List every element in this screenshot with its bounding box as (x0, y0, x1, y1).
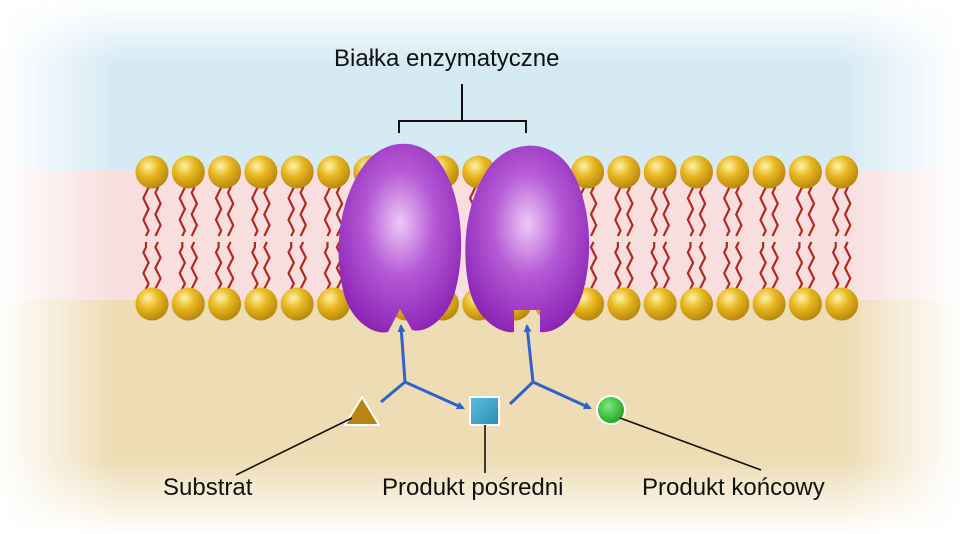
lipid-head-icon (643, 155, 677, 189)
lipid-tail (178, 181, 187, 237)
arrow-2-to-final (532, 380, 592, 410)
final-label: Produkt końcowy (642, 474, 825, 501)
lipid-tail (771, 182, 779, 237)
lipid-head-icon (788, 287, 822, 321)
substrate-label: Substrat (163, 474, 253, 501)
lipid-tail (807, 182, 816, 237)
lipid-head-icon (607, 287, 641, 321)
lipid-tail (251, 242, 259, 295)
substrate-leader-line (235, 417, 353, 476)
lipid-head-icon (280, 287, 314, 321)
lipid-head-icon (317, 155, 350, 189)
lipid-tail (722, 181, 731, 237)
lipid-tail (759, 242, 767, 295)
lipid-tail (843, 241, 852, 295)
lipid-tail (299, 241, 308, 295)
enzyme-1-icon (338, 143, 462, 333)
lipid-head-icon (716, 287, 750, 321)
lipid-head-icon (135, 287, 169, 321)
enzymes-bracket (398, 84, 527, 133)
lipid-tail (263, 182, 271, 237)
lipid-tail (734, 241, 743, 295)
lipid-head-icon (752, 287, 786, 321)
lipid-head-icon (280, 155, 314, 189)
lipid-tail (190, 182, 199, 237)
lipid-tail (662, 241, 671, 295)
lipid-tail (226, 241, 235, 295)
lipid-tail (154, 241, 162, 295)
lipid-head-icon (825, 155, 859, 189)
lipid-tail (759, 181, 767, 237)
lipid-head-icon (135, 155, 169, 189)
lipid-tail (686, 242, 695, 295)
lipid-head-icon (680, 155, 713, 189)
lipid-tail (287, 242, 296, 295)
intermediate-square-icon (469, 396, 500, 426)
lipid-tail (831, 181, 840, 237)
lipid-head-icon (317, 287, 350, 321)
lipid-tail (214, 242, 223, 295)
lipid-head-icon (208, 155, 242, 189)
lipid-tail (795, 181, 804, 237)
lipid-head-icon (244, 155, 278, 189)
lipid-tail (722, 242, 731, 295)
lipid-tail (626, 241, 634, 295)
lipid-tail (214, 181, 223, 237)
lipid-head-icon (171, 155, 205, 189)
lipid-tail (686, 181, 695, 237)
lipid-tail (589, 241, 598, 295)
lipid-tail (807, 241, 816, 295)
lipid-tail (626, 182, 634, 237)
lipid-head-icon (788, 155, 822, 189)
lipid-tail (734, 182, 743, 237)
lipid-tail (698, 182, 707, 237)
lipid-tail (154, 182, 162, 237)
lipid-head-icon (825, 287, 859, 321)
lipid-head-icon (208, 287, 242, 321)
lipid-tail (178, 242, 187, 295)
final-circle-icon (596, 395, 626, 425)
intermediate-label: Produkt pośredni (382, 474, 564, 501)
lipid-tail (323, 181, 332, 237)
lipid-tail (299, 182, 308, 237)
lipid-tail (190, 241, 199, 295)
lipid-head-icon (171, 287, 205, 321)
lipid-head-icon (680, 287, 713, 321)
lipid-tail (795, 242, 804, 295)
lipid-tail (771, 241, 779, 295)
final-leader-line (619, 417, 762, 471)
enzyme-2-icon (465, 145, 590, 333)
lipid-head-icon (752, 155, 786, 189)
lipid-tail (226, 182, 235, 237)
lipid-head-icon (716, 155, 750, 189)
lipid-tail (287, 181, 296, 237)
lipid-tail (650, 242, 659, 295)
lipid-tail (323, 242, 332, 295)
extracellular-region (0, 0, 960, 178)
lipid-tail (142, 242, 150, 295)
arrow-1-to-intermediate (404, 380, 465, 410)
lipid-tail (142, 181, 150, 237)
lipid-tail (650, 181, 659, 237)
lipid-tail (614, 181, 622, 237)
substrate-triangle-icon (344, 396, 380, 426)
lipid-head-icon (643, 287, 677, 321)
lipid-tail (614, 242, 622, 295)
lipid-head-icon (571, 155, 605, 189)
lipid-tail (698, 241, 707, 295)
lipid-head-icon (244, 287, 278, 321)
enzymes-label: Białka enzymatyczne (334, 45, 560, 72)
lipid-tail (662, 182, 671, 237)
lipid-tail (843, 182, 852, 237)
lipid-tail (589, 182, 598, 237)
lipid-head-icon (607, 155, 641, 189)
lipid-tail (831, 242, 840, 295)
lipid-tail (251, 181, 259, 237)
lipid-tail (263, 241, 271, 295)
